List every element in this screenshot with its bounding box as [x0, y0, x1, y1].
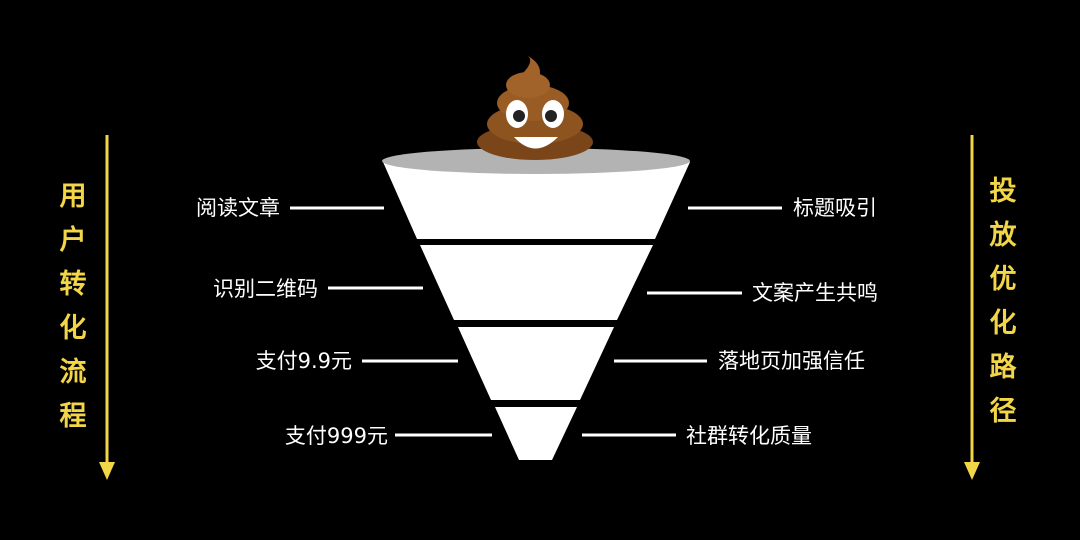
right-title-char: 放: [989, 220, 1017, 251]
stage-2-right-label: 文案产生共鸣: [752, 281, 878, 305]
stage-3-right-label: 落地页加强信任: [718, 349, 865, 373]
left-title-char: 程: [59, 401, 87, 432]
left-arrow: [99, 135, 115, 480]
left-title-char: 化: [59, 313, 87, 344]
connector-lines: [290, 206, 782, 437]
stage-3-left-label: 支付9.9元: [255, 349, 352, 373]
stage-1-left-label: 阅读文章: [196, 196, 280, 220]
right-title-char: 路: [989, 352, 1017, 383]
left-axis-title: 用 户 转 化 流 程: [56, 175, 90, 439]
stage-2-left-label: 识别二维码: [213, 277, 318, 301]
stage-4-left-label: 支付999元: [284, 424, 388, 448]
right-axis-title: 投 放 优 化 路 径: [986, 170, 1020, 434]
stage-1-right-label: 标题吸引: [793, 196, 877, 220]
right-arrow: [964, 135, 980, 480]
poop-emoji-icon: [477, 56, 593, 160]
left-title-char: 用: [59, 181, 87, 212]
right-title-char: 投: [989, 176, 1017, 207]
right-title-char: 化: [989, 308, 1017, 339]
left-title-char: 流: [59, 357, 87, 388]
funnel-band-4: [495, 407, 577, 460]
funnel-band-1: [383, 162, 690, 239]
left-title-char: 转: [59, 269, 87, 300]
funnel-band-3: [458, 327, 614, 400]
stage-4-right-label: 社群转化质量: [686, 424, 812, 448]
funnel-band-2: [420, 245, 653, 320]
funnel-top-rim: [382, 148, 690, 174]
right-title-char: 优: [989, 264, 1017, 295]
right-title-char: 径: [989, 396, 1017, 427]
left-title-char: 户: [59, 225, 87, 256]
